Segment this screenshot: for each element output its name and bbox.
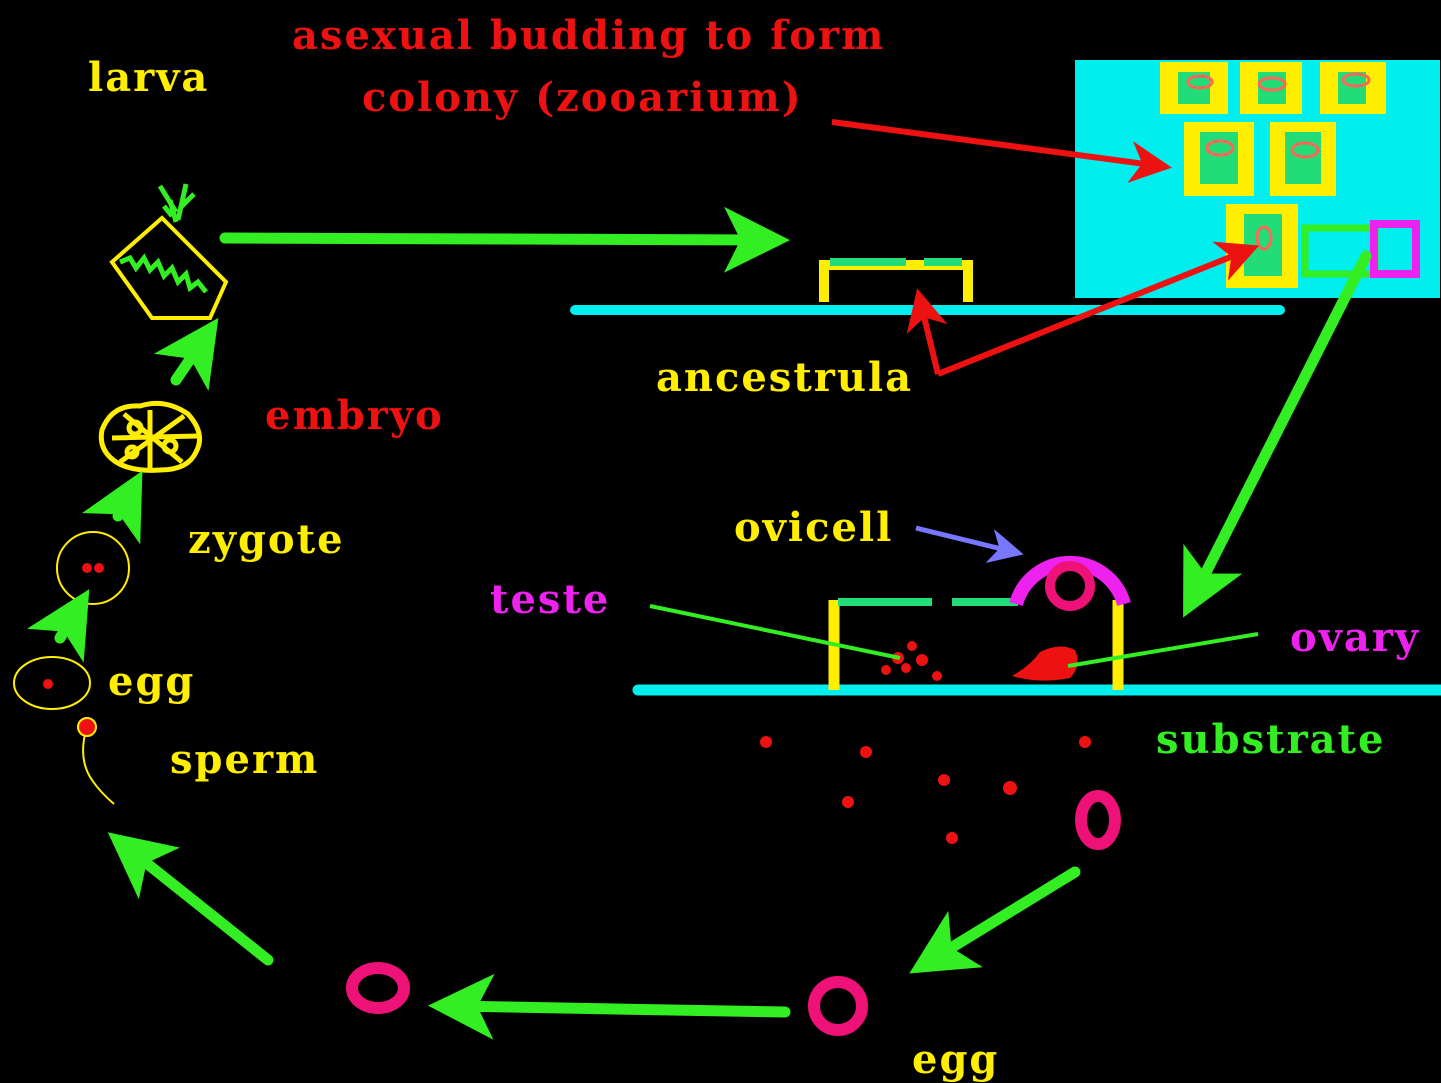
label-larva: larva xyxy=(88,54,210,101)
arrow-egg-bottom xyxy=(428,973,791,1040)
zooid xyxy=(1320,62,1386,114)
zooid xyxy=(1226,204,1298,288)
teste-dots xyxy=(881,641,942,681)
arrow-colony-to-adult xyxy=(1183,250,1372,618)
budding-zooid-ovicell xyxy=(1370,220,1420,278)
adult-zooid-shape xyxy=(828,555,1131,690)
label-ovicell: ovicell xyxy=(734,504,894,551)
zooid xyxy=(1160,62,1228,114)
ancestrula-shape xyxy=(819,258,973,302)
sperm-shape xyxy=(77,717,115,805)
pointer-ovary xyxy=(1067,632,1259,668)
pointer-lines xyxy=(649,119,1260,668)
egg-drifting xyxy=(346,962,410,1014)
egg-bottom xyxy=(808,976,868,1036)
life-cycle-arrows xyxy=(27,206,1372,1040)
label-budding-line1: asexual budding to form xyxy=(292,12,886,59)
label-sperm: sperm xyxy=(170,736,320,783)
arrow-egg-to-sperm xyxy=(107,832,274,966)
zooid xyxy=(1270,122,1336,196)
pointer-teste xyxy=(649,604,901,660)
pointer-ancestrula-b xyxy=(936,241,1260,377)
ovary-shape xyxy=(1012,646,1078,681)
embryo-shape xyxy=(98,400,203,473)
label-egg-bottom: egg xyxy=(912,1036,1000,1083)
label-teste: teste xyxy=(490,576,611,623)
pointer-ovicell xyxy=(915,525,1024,564)
label-zygote: zygote xyxy=(188,516,345,563)
pointer-ancestrula-a xyxy=(906,288,948,375)
larva-shape xyxy=(109,183,229,320)
colony-zooarium xyxy=(1075,60,1440,298)
zooid xyxy=(1240,62,1302,114)
label-budding-line2: colony (zooarium) xyxy=(362,74,803,121)
pointer-budding xyxy=(831,119,1172,183)
arrow-larva-settles xyxy=(219,206,790,273)
label-egg-left: egg xyxy=(108,658,196,705)
label-embryo: embryo xyxy=(265,392,444,439)
arrow-embryo-to-larva xyxy=(153,317,219,391)
label-ovary: ovary xyxy=(1290,614,1421,661)
zygote-shape xyxy=(56,531,130,605)
arrow-release xyxy=(909,866,1081,974)
arrow-zygote-to-embryo xyxy=(82,470,143,545)
released-egg xyxy=(1075,790,1121,850)
arrow-egg-to-zygote xyxy=(27,589,90,663)
released-sperm xyxy=(760,736,1091,844)
egg-left-shape xyxy=(13,656,91,710)
label-substrate: substrate xyxy=(1156,716,1386,763)
zooid xyxy=(1184,122,1254,196)
ovicell-embryo xyxy=(1045,561,1095,611)
label-ancestrula: ancestrula xyxy=(656,354,914,401)
